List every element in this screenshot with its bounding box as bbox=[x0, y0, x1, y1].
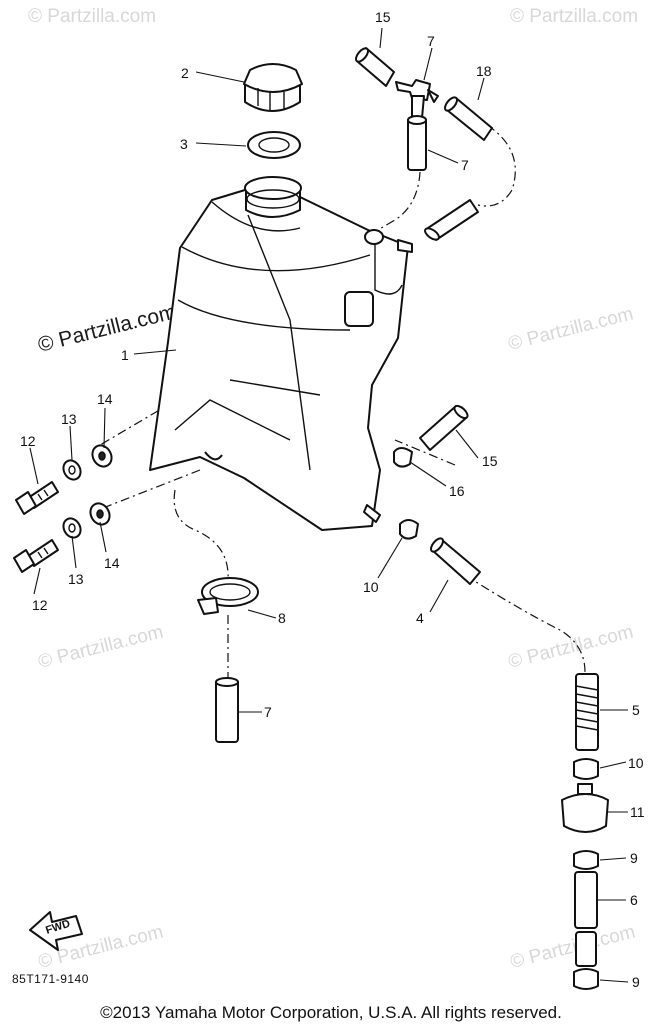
callout-9: 9 bbox=[630, 850, 638, 866]
callout-2: 2 bbox=[181, 65, 189, 81]
oil-filter-11[interactable] bbox=[561, 783, 609, 833]
hose-end-piece[interactable] bbox=[575, 931, 597, 967]
callout-4: 4 bbox=[416, 610, 424, 626]
watermark-main-text: © Partzilla.com bbox=[36, 300, 179, 357]
tank-band-clamp[interactable] bbox=[197, 577, 259, 615]
oil-tank[interactable] bbox=[149, 189, 413, 531]
hose-clip-16[interactable] bbox=[393, 447, 413, 468]
callout-10: 10 bbox=[363, 579, 379, 595]
breather-hose-top[interactable] bbox=[354, 46, 395, 87]
lock-washer-upper[interactable] bbox=[60, 457, 84, 482]
callout-12: 12 bbox=[20, 433, 36, 449]
callout-14: 14 bbox=[97, 391, 113, 407]
watermark-text: © Partzilla.com bbox=[508, 922, 637, 973]
watermark-text: © Partzilla.com bbox=[510, 6, 638, 27]
callout-6: 6 bbox=[630, 892, 638, 908]
hose-clip-10-lower[interactable] bbox=[573, 758, 599, 780]
oil-tank-cap[interactable] bbox=[243, 63, 303, 112]
callout-9: 9 bbox=[632, 974, 640, 990]
watermark-text: © Partzilla.com bbox=[28, 6, 156, 27]
watermark-text: © Partzilla.com bbox=[506, 304, 635, 355]
spring-hose-5[interactable] bbox=[575, 673, 599, 751]
leader-lines bbox=[29, 27, 629, 983]
callout-18: 18 bbox=[476, 63, 492, 79]
lock-washer-lower[interactable] bbox=[60, 515, 84, 540]
hose-clip-10[interactable] bbox=[399, 519, 419, 540]
filler-neck bbox=[244, 176, 302, 218]
callout-12: 12 bbox=[32, 597, 48, 613]
hose-clip-9-upper[interactable] bbox=[573, 850, 599, 870]
callout-11: 11 bbox=[630, 804, 645, 820]
oil-hose-6[interactable] bbox=[574, 871, 598, 929]
mount-bolt-upper[interactable] bbox=[15, 481, 59, 515]
callout-13: 13 bbox=[61, 411, 77, 427]
hose-15-side[interactable] bbox=[419, 404, 470, 451]
mount-bolt-lower[interactable] bbox=[13, 539, 59, 573]
grommet-upper[interactable] bbox=[89, 442, 116, 470]
hose-segment[interactable] bbox=[423, 199, 479, 242]
callout-7: 7 bbox=[427, 33, 435, 49]
breather-pipe-vertical[interactable] bbox=[407, 115, 427, 171]
pipe-7-lower[interactable] bbox=[215, 677, 239, 743]
callout-7: 7 bbox=[264, 704, 272, 720]
diagram-code: 85T171-9140 bbox=[12, 972, 89, 986]
callout-15: 15 bbox=[375, 9, 391, 25]
callout-5: 5 bbox=[632, 702, 640, 718]
callout-3: 3 bbox=[180, 136, 188, 152]
tee-joint[interactable] bbox=[395, 79, 439, 119]
hose-clip-9-lower[interactable] bbox=[573, 968, 599, 990]
callout-13: 13 bbox=[68, 571, 84, 587]
callout-14: 14 bbox=[104, 555, 120, 571]
grommet-lower[interactable] bbox=[87, 500, 114, 528]
copyright-notice: ©2013 Yamaha Motor Corporation, U.S.A. A… bbox=[100, 1003, 562, 1022]
hose-18[interactable] bbox=[443, 95, 493, 141]
watermark-text: © Partzilla.com bbox=[36, 622, 165, 673]
callout-16: 16 bbox=[449, 483, 465, 499]
callout-15: 15 bbox=[482, 453, 498, 469]
callout-10: 10 bbox=[628, 755, 644, 771]
callout-7: 7 bbox=[461, 157, 469, 173]
callout-numbers: 15 7 18 2 3 7 1 14 13 12 15 16 14 13 12 … bbox=[20, 9, 645, 990]
watermark-text: © Partzilla.com bbox=[506, 622, 635, 673]
forward-direction-arrow: FWD bbox=[29, 911, 83, 951]
cap-gasket[interactable] bbox=[247, 131, 301, 159]
callout-1: 1 bbox=[121, 347, 129, 363]
callout-8: 8 bbox=[278, 610, 286, 626]
oil-hose-4[interactable] bbox=[429, 536, 481, 585]
